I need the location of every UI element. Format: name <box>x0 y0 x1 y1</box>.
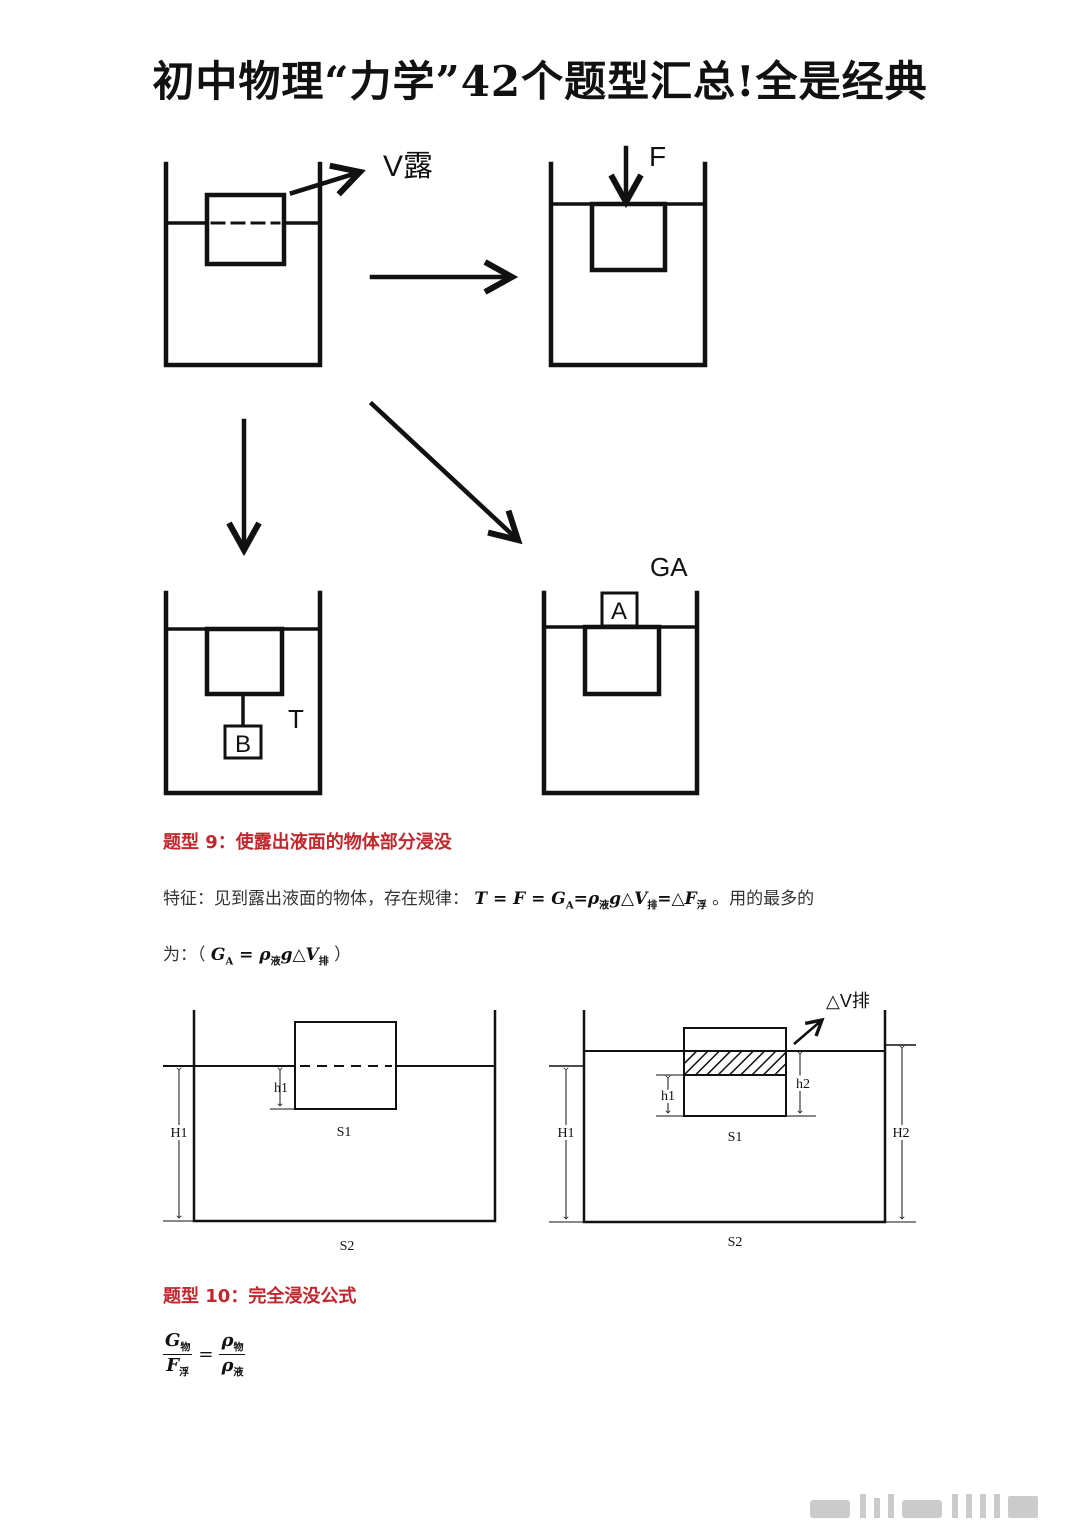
line2-prefix: 为：（ <box>163 945 206 965</box>
left-H1: H1 <box>170 1126 187 1141</box>
right-h1: h1 <box>661 1089 675 1104</box>
block-a <box>600 591 639 628</box>
right-H2: H2 <box>892 1126 909 1141</box>
label-v-exposed: V露 <box>383 150 433 183</box>
denominator-f: F浮 <box>166 1354 190 1379</box>
right-H1: H1 <box>557 1126 574 1141</box>
buoyancy-diagram-bottom: h1 H1 S1 S2 h1 h2 H1 H2 S1 S2 △V排 <box>163 991 916 1254</box>
section9-feature-line: 特征：见到露出液面的物体，存在规律： T = F = GA=ρ液g△V排=△F浮… <box>163 884 814 911</box>
label-force: F <box>649 141 666 172</box>
label-tension: T <box>288 704 304 734</box>
section10-heading: 题型 10：完全浸没公式 <box>163 1286 357 1307</box>
equals-sign: = <box>198 1343 214 1365</box>
dv-arrow <box>793 1020 822 1045</box>
container-2 <box>548 145 708 368</box>
formula-main: GA = ρ液g△V排 <box>210 945 329 968</box>
container-1 <box>163 161 360 368</box>
right-dv: △V排 <box>826 991 870 1011</box>
section9-heading: 题型 9：使露出液面的物体部分浸没 <box>163 832 452 853</box>
v-exposed-arrow <box>289 172 360 193</box>
watermark-logo <box>810 1494 1038 1518</box>
right-S2: S2 <box>728 1235 743 1250</box>
feature-prefix: 特征：见到露出液面的物体，存在规律： <box>163 889 469 909</box>
line2-suffix: ） <box>334 945 352 965</box>
left-S1: S1 <box>337 1125 352 1140</box>
right-container <box>549 1010 916 1224</box>
label-block-b: B <box>235 731 251 758</box>
feature-suffix: 。用的最多的 <box>712 889 815 909</box>
container-3 <box>163 590 323 796</box>
label-block-a: A <box>611 598 627 625</box>
fraction-left: G物 F浮 <box>163 1330 193 1379</box>
label-weight-a: GA <box>650 552 688 582</box>
numerator-rho: ρ物 <box>219 1330 246 1355</box>
fraction-right: ρ物 ρ液 <box>219 1330 246 1379</box>
block-b <box>223 724 263 760</box>
full-immersion-formula: G物 F浮 = ρ物 ρ液 <box>163 1330 246 1379</box>
arrow-diagonal <box>368 400 518 540</box>
right-h2: h2 <box>796 1077 810 1092</box>
left-h1: h1 <box>274 1081 288 1096</box>
section9-line2: 为：（ GA = ρ液g△V排 ） <box>163 940 351 967</box>
denominator-rho: ρ液 <box>221 1354 244 1379</box>
page-title: 初中物理“力学”42个题型汇总!全是经典 <box>152 57 928 106</box>
left-S2: S2 <box>340 1239 355 1254</box>
left-container <box>163 1010 497 1223</box>
formula-rule: T = F = GA=ρ液g△V排=△F浮 <box>474 889 707 912</box>
right-S1: S1 <box>728 1130 743 1145</box>
numerator-g: G物 <box>163 1330 193 1355</box>
container-4 <box>541 590 700 796</box>
buoyancy-diagram-top: V露 F T B A GA <box>163 141 708 796</box>
